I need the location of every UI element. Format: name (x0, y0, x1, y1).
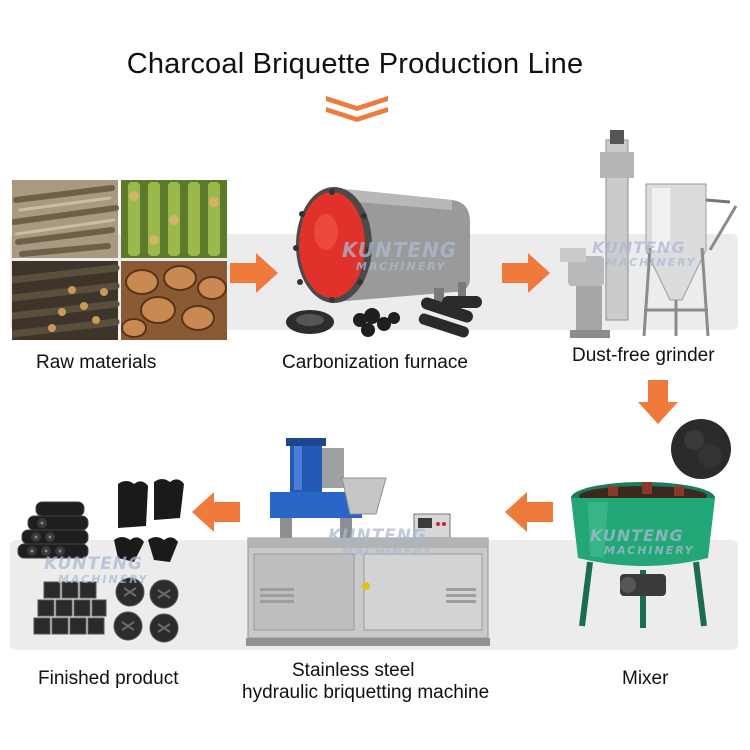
mixer-image (568, 478, 718, 633)
chevron-down-icon (326, 96, 388, 129)
step-label-mixer: Mixer (622, 668, 669, 689)
step-label-dust-free-grinder: Dust-free grinder (572, 345, 715, 366)
step-label-briquetting-machine-line2: hydraulic briquetting machine (242, 682, 490, 703)
finished-product-image (14, 478, 200, 648)
arrow-down-icon (638, 380, 678, 424)
arrow-right-icon (502, 253, 550, 293)
step-label-finished-product: Finished product (38, 668, 179, 689)
arrow-left-icon (505, 492, 553, 532)
page-title: Charcoal Briquette Production Line (126, 48, 584, 80)
arrow-right-icon (230, 253, 278, 293)
arrow-left-icon (192, 492, 240, 532)
step-label-briquetting-machine-line1: Stainless steel (292, 660, 415, 681)
dust-free-grinder-image (560, 130, 740, 348)
charcoal-powder-image (670, 418, 732, 485)
step-label-raw-materials: Raw materials (36, 352, 157, 373)
carbonization-furnace-image (284, 170, 494, 345)
step-label-carbonization-furnace: Carbonization furnace (282, 352, 468, 373)
briquetting-machine-image (246, 438, 492, 650)
raw-materials-image (8, 180, 227, 340)
